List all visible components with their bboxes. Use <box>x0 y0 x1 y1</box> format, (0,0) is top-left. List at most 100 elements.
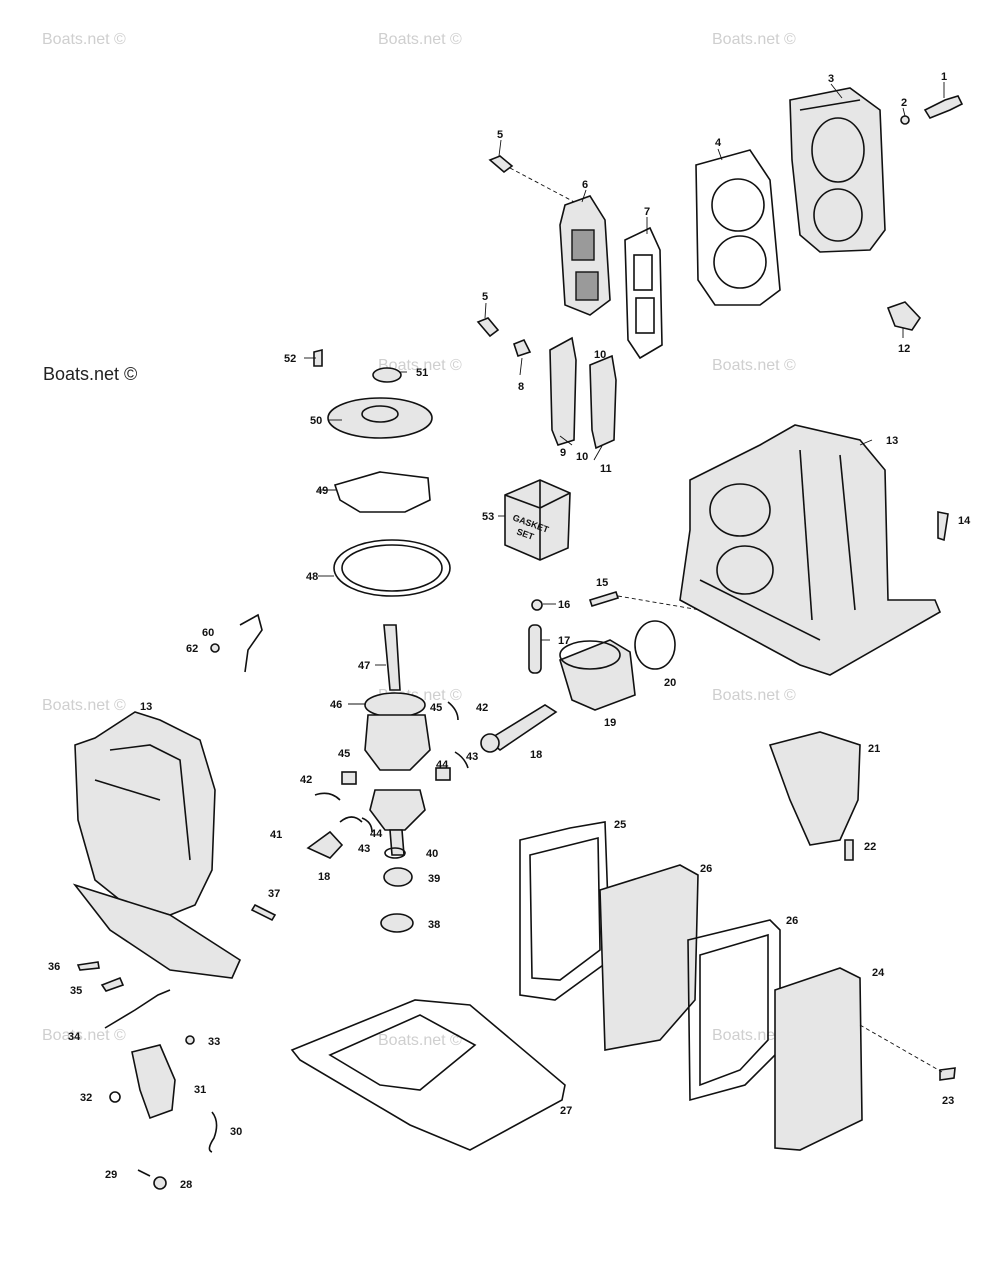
callout-43: 43 <box>466 751 478 763</box>
callout-24: 24 <box>872 967 885 979</box>
callout-30: 30 <box>230 1126 242 1138</box>
callout-39: 39 <box>428 873 440 885</box>
part-exhaust-cover <box>768 731 861 861</box>
callout-10: 10 <box>576 451 588 463</box>
callout-26: 26 <box>786 915 798 927</box>
part-reed-plate <box>559 195 611 316</box>
part-piston-ring <box>634 620 676 670</box>
callout-17: 17 <box>558 635 570 647</box>
part-exhaust-gasket-outer <box>687 919 781 1102</box>
part-plate-gasket <box>333 471 431 513</box>
callout-13: 13 <box>140 701 152 713</box>
callout-18: 18 <box>530 749 542 761</box>
callout-35: 35 <box>70 985 82 997</box>
callout-20: 20 <box>664 677 676 689</box>
watermark: Boats.net © <box>712 687 796 704</box>
part-reed-gasket <box>624 226 663 360</box>
callout-31: 31 <box>194 1084 206 1096</box>
callout-62: 62 <box>186 643 198 655</box>
part-bolt <box>923 95 964 119</box>
part-crankshaft <box>364 624 431 856</box>
callout-33: 33 <box>208 1036 220 1048</box>
callout-60: 60 <box>202 627 214 639</box>
callout-29: 29 <box>105 1169 117 1181</box>
part-bearing-plate <box>313 348 433 439</box>
callout-46: 46 <box>330 699 342 711</box>
callout-3: 3 <box>828 73 834 85</box>
callout-49: 49 <box>316 485 328 497</box>
part-pin <box>528 591 701 674</box>
watermark: Boats.net © <box>42 697 126 714</box>
callout-13: 13 <box>886 435 898 447</box>
callout-5: 5 <box>482 291 488 303</box>
callout-36: 36 <box>48 961 60 973</box>
callout-9: 9 <box>560 447 566 459</box>
part-bolt-lower <box>476 317 532 358</box>
callout-8: 8 <box>518 381 524 393</box>
part-lower-bearing <box>380 847 414 933</box>
callout-40: 40 <box>426 848 438 860</box>
callout-44: 44 <box>436 759 449 771</box>
callout-28: 28 <box>180 1179 192 1191</box>
watermark: Boats.net © <box>378 31 462 48</box>
callout-51: 51 <box>416 367 428 379</box>
callout-18: 18 <box>318 871 330 883</box>
callout-38: 38 <box>428 919 440 931</box>
callout-52: 52 <box>284 353 296 365</box>
callout-45: 45 <box>430 702 442 714</box>
callout-37: 37 <box>268 888 280 900</box>
callout-47: 47 <box>358 660 370 672</box>
callout-27: 27 <box>560 1105 572 1117</box>
callout-15: 15 <box>596 577 608 589</box>
part-linkage <box>210 613 263 673</box>
part-exhaust-plate <box>599 864 699 1051</box>
part-head-gasket <box>695 149 781 306</box>
callout-19: 19 <box>604 717 616 729</box>
callout-41: 41 <box>270 829 282 841</box>
callout-14: 14 <box>958 515 971 527</box>
callout-2: 2 <box>901 97 907 109</box>
part-cylinder-head-cover <box>789 87 886 253</box>
callout-53: 53 <box>482 511 494 523</box>
part-piston <box>559 639 636 711</box>
callout-4: 4 <box>715 137 722 149</box>
callout-44: 44 <box>370 828 383 840</box>
callout-layer: 1 2 3 4 5 5 6 7 8 9 10 10 11 12 13 13 14… <box>48 71 971 1191</box>
callout-42: 42 <box>300 774 312 786</box>
callout-42: 42 <box>476 702 488 714</box>
callout-6: 6 <box>582 179 588 191</box>
part-bearings <box>314 701 469 833</box>
part-exhaust-gasket <box>519 821 611 1001</box>
part-connecting-rod <box>480 704 558 753</box>
watermark: Boats.net © <box>42 31 126 48</box>
leader-lines <box>304 82 945 705</box>
callout-34: 34 <box>68 1031 81 1043</box>
part-small-hardware <box>76 903 277 1190</box>
callout-48: 48 <box>306 571 318 583</box>
callout-12: 12 <box>898 343 910 355</box>
watermark: Boats.net © <box>42 1027 126 1044</box>
callout-21: 21 <box>868 743 880 755</box>
callout-16: 16 <box>558 599 570 611</box>
callout-25: 25 <box>614 819 626 831</box>
watermark-main: Boats.net © <box>43 364 137 384</box>
part-crankcase-left <box>72 711 242 979</box>
watermark: Boats.net © <box>378 1032 462 1049</box>
watermark: Boats.net © <box>712 357 796 374</box>
callout-10: 10 <box>594 349 606 361</box>
callout-26: 26 <box>700 863 712 875</box>
watermark: Boats.net © <box>712 31 796 48</box>
part-bolt-upper <box>488 155 581 206</box>
callout-43: 43 <box>358 843 370 855</box>
gasket-set-box: GASKET SET <box>504 479 571 561</box>
callout-1: 1 <box>941 71 947 83</box>
part-base-gasket <box>290 999 566 1151</box>
part-rod-cap <box>306 830 344 859</box>
callout-7: 7 <box>644 206 650 218</box>
callout-23: 23 <box>942 1095 954 1107</box>
part-cylinder-block-right <box>679 424 942 676</box>
part-screw-14 <box>937 511 949 542</box>
part-washer <box>900 115 910 125</box>
part-thermostat <box>886 301 922 331</box>
